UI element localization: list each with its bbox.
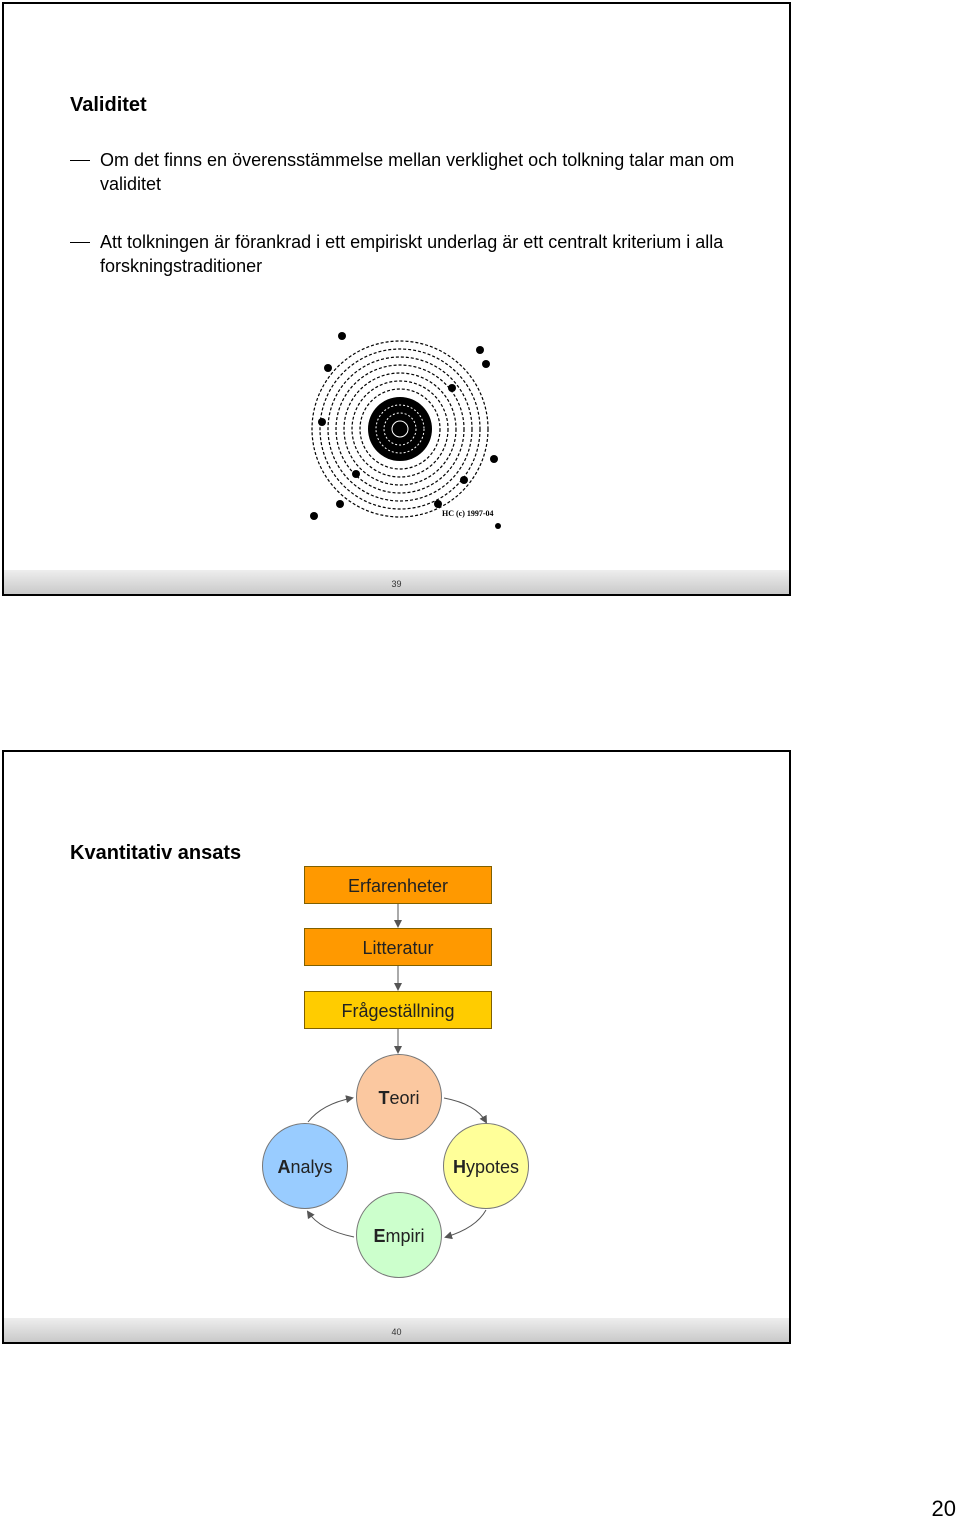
bullet-text: Att tolkningen är förankrad i ett empiri… [100,232,724,276]
slide-number: 39 [391,579,402,589]
node-initial: A [277,1157,291,1177]
flow-box-fragestallning: Frågeställning [304,991,492,1029]
dash-icon [70,160,90,161]
cycle-node-analys: Analys [262,1123,348,1209]
image-caption: HC (c) 1997-04 [442,509,494,518]
node-text: mpiri [385,1226,425,1246]
node-initial: H [452,1157,466,1177]
slide-footer: 40 [4,1318,789,1342]
flow-box-erfarenheter: Erfarenheter [304,866,492,904]
slide-title: Validitet [70,94,147,116]
bullet-text: Om det finns en överensstämmelse mellan … [100,150,735,194]
bullet-item: Om det finns en överensstämmelse mellan … [70,148,770,196]
diagram-arrows [306,904,487,1240]
bullet-list: Om det finns en överensstämmelse mellan … [70,148,770,312]
cycle-node-teori: Teori [356,1054,442,1140]
dash-icon [70,242,90,243]
flow-box-litteratur: Litteratur [304,928,492,966]
slide-title: Kvantitativ ansats [70,842,242,864]
cycle-node-empiri: Empiri [356,1192,442,1278]
node-text: nalys [290,1157,333,1177]
slide-validitet: Validitet Om det finns en överensstämmel… [2,2,791,596]
shooting-target-image: HC (c) 1997-04 [310,332,501,529]
node-initial: E [373,1226,386,1246]
slide-number: 40 [391,1327,402,1337]
slide-footer: 39 [4,570,789,594]
bullet-item: Att tolkningen är förankrad i ett empiri… [70,230,770,278]
slide-kvantitativ-ansats: Kvantitativ ansats Erfarenheter Litterat… [2,750,791,1344]
page-number: 20 [931,1496,956,1521]
node-text: ypotes [465,1157,520,1177]
node-initial: T [378,1088,390,1108]
node-text: eori [389,1088,420,1108]
cycle-node-hypotes: Hypotes [443,1123,529,1209]
